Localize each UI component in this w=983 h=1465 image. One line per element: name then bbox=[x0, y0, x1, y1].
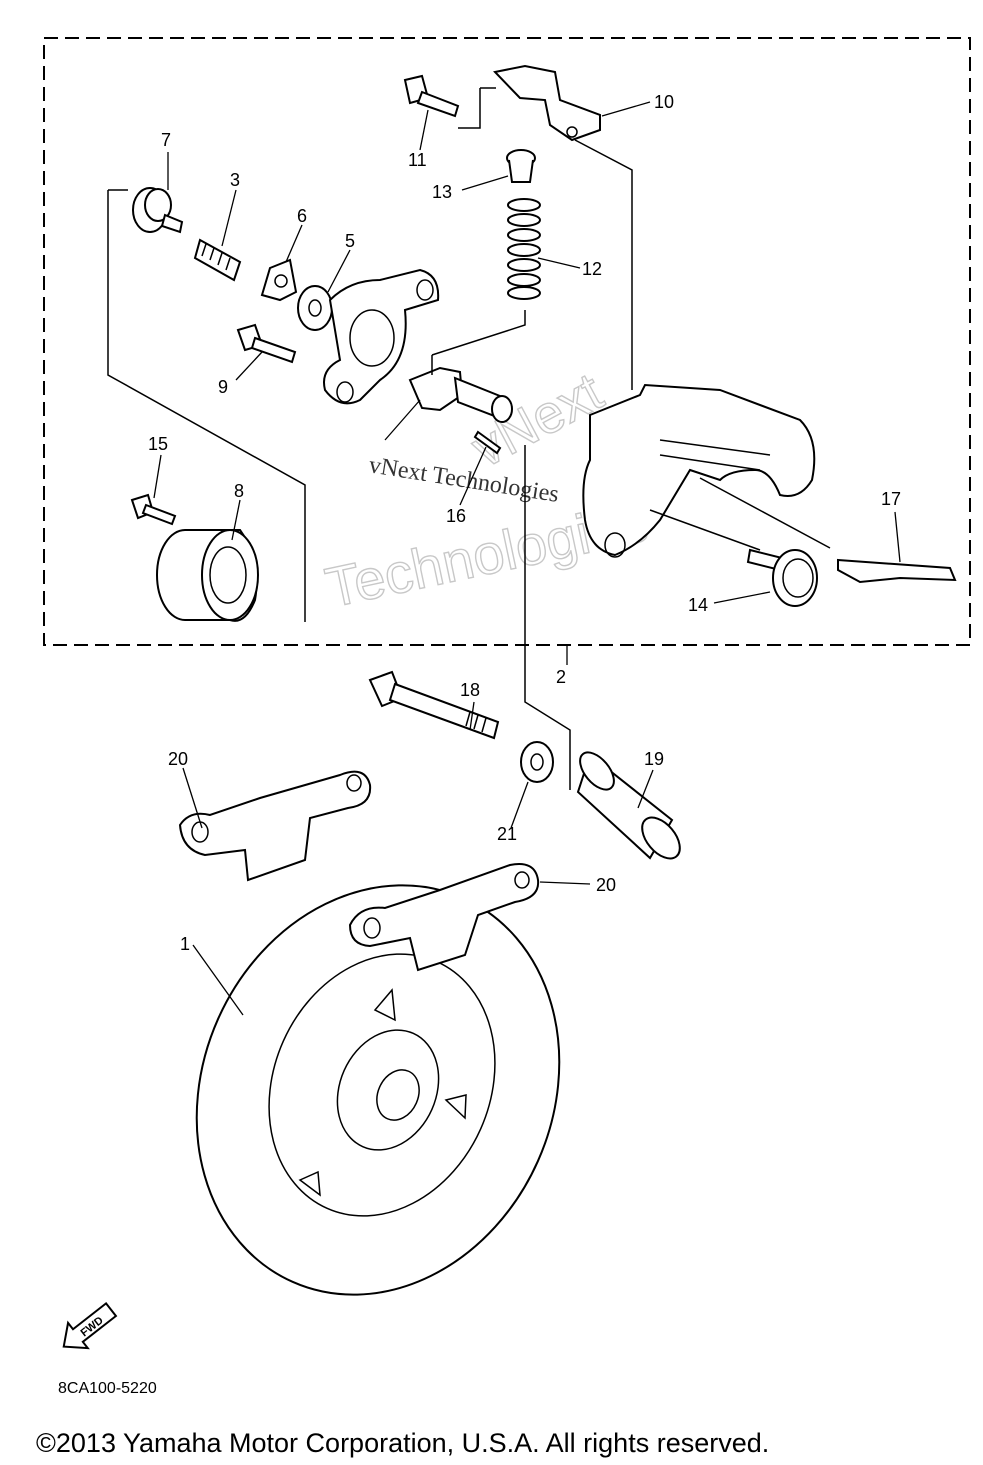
part-15-bolt bbox=[130, 493, 177, 526]
callout-16: 16 bbox=[446, 506, 466, 526]
callout-20-upper: 20 bbox=[168, 749, 188, 769]
part-19-sleeve bbox=[576, 751, 681, 860]
callout-19: 19 bbox=[644, 749, 664, 769]
part-13-bushing bbox=[506, 149, 536, 183]
caliper-bracket bbox=[323, 268, 440, 405]
callout-10: 10 bbox=[654, 92, 674, 112]
callout-9: 9 bbox=[218, 377, 228, 397]
callout-18: 18 bbox=[460, 680, 480, 700]
copyright-notice: ©2013 Yamaha Motor Corporation, U.S.A. A… bbox=[36, 1428, 770, 1458]
callout-7: 7 bbox=[161, 130, 171, 150]
part-8-cylinder bbox=[156, 529, 259, 622]
callout-17: 17 bbox=[881, 489, 901, 509]
assembly-guide-lines bbox=[107, 87, 831, 790]
part-7-cap bbox=[132, 187, 184, 234]
part-14-pin bbox=[746, 548, 818, 607]
assembly-boundary bbox=[43, 37, 971, 646]
part-1-brake-disc bbox=[195, 884, 561, 1296]
part-16-pin bbox=[473, 430, 502, 455]
part-10-arm bbox=[493, 64, 601, 142]
callout-13: 13 bbox=[432, 182, 452, 202]
part-21-washer bbox=[520, 741, 554, 783]
callout-14: 14 bbox=[688, 595, 708, 615]
callout-3: 3 bbox=[230, 170, 240, 190]
cam-shaft bbox=[408, 366, 513, 423]
callout-20-lower: 20 bbox=[596, 875, 616, 895]
callout-11: 11 bbox=[408, 150, 427, 170]
callout-2: 2 bbox=[556, 667, 566, 687]
callout-6: 6 bbox=[297, 206, 307, 226]
part-6-clip bbox=[260, 258, 298, 302]
callout-15: 15 bbox=[148, 434, 168, 454]
callout-labels: 7 3 6 5 9 15 8 10 11 13 12 16 14 17 2 18… bbox=[148, 92, 901, 954]
callout-5: 5 bbox=[345, 231, 355, 251]
watermark-overlay-text: vNext Technologies bbox=[367, 452, 561, 508]
part-12-spring bbox=[507, 198, 541, 300]
part-11-bolt bbox=[403, 74, 460, 118]
callout-1: 1 bbox=[180, 934, 190, 954]
callout-8: 8 bbox=[234, 481, 244, 501]
fwd-arrow-icon: FWD bbox=[62, 1301, 118, 1350]
part-5-washer bbox=[297, 285, 333, 331]
part-9-bolt bbox=[236, 323, 297, 364]
callout-12: 12 bbox=[582, 259, 602, 279]
part-20-pad-lower bbox=[348, 863, 540, 972]
diagram-code: 8CA100-5220 bbox=[58, 1380, 157, 1397]
part-3-adjuster bbox=[193, 238, 242, 282]
callout-21: 21 bbox=[497, 824, 517, 844]
leader-lines bbox=[153, 101, 901, 1016]
part-17-clip bbox=[837, 558, 957, 584]
caliper-body bbox=[582, 383, 816, 558]
part-20-pad-upper bbox=[178, 770, 372, 882]
